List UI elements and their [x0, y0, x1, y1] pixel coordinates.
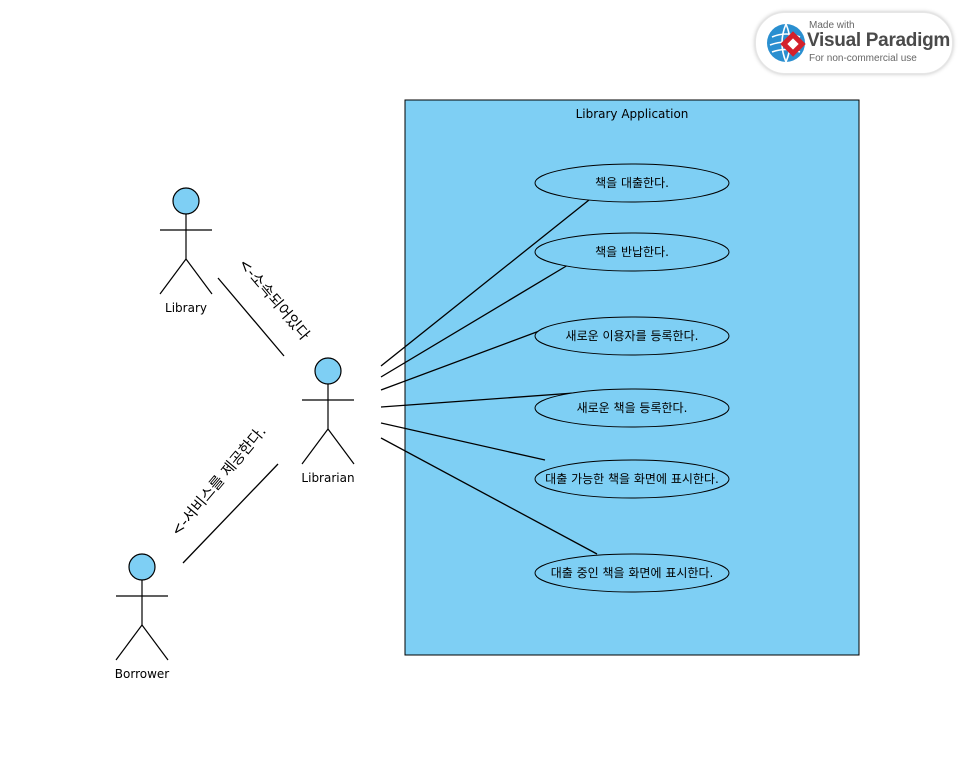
stick-figure-icon	[115, 553, 169, 661]
use-case-label: 대출 가능한 책을 화면에 표시한다.	[545, 471, 719, 486]
actor-library[interactable]: Library	[159, 187, 213, 315]
use-case-6[interactable]: 대출 중인 책을 화면에 표시한다.	[534, 553, 730, 593]
association-library-librarian[interactable]	[217, 277, 285, 357]
use-case-ellipse	[534, 553, 730, 593]
use-case-ellipse	[534, 388, 730, 428]
use-case-label: 새로운 이용자를 등록한다.	[566, 329, 699, 343]
actor-name: Borrower	[115, 667, 170, 681]
link-uc2	[380, 264, 569, 378]
badge-made-with: Made with	[809, 20, 855, 31]
use-case-ellipse	[534, 316, 730, 356]
actor-name: Librarian	[301, 471, 354, 485]
badge-name: Visual Paradigm	[807, 30, 950, 51]
use-case-1[interactable]: 책을 대출한다.	[534, 163, 730, 203]
association-label-belongs: <-소속되어있다	[235, 255, 314, 344]
link-uc5	[380, 422, 546, 461]
use-case-2[interactable]: 책을 반납한다.	[534, 232, 730, 272]
use-case-label: 책을 대출한다.	[595, 175, 669, 190]
use-case-ellipse	[534, 232, 730, 272]
use-case-label: 새로운 책을 등록한다.	[577, 400, 688, 415]
actor-borrower[interactable]: Borrower	[115, 553, 170, 681]
stick-figure-icon	[301, 357, 355, 465]
actor-name: Library	[165, 301, 207, 315]
use-case-5[interactable]: 대출 가능한 책을 화면에 표시한다.	[534, 459, 730, 499]
visual-paradigm-logo-icon	[767, 23, 806, 63]
use-case-ellipse	[534, 459, 730, 499]
badge-subtitle: For non-commercial use	[809, 53, 917, 64]
link-uc4	[380, 391, 589, 408]
link-uc3	[380, 326, 551, 391]
system-name: Library Application	[576, 107, 689, 121]
actor-librarian[interactable]: Librarian	[301, 357, 355, 485]
use-case-label: 대출 중인 책을 화면에 표시한다.	[551, 565, 714, 580]
link-uc1	[380, 199, 590, 367]
link-uc6	[380, 437, 598, 555]
use-case-4[interactable]: 새로운 책을 등록한다.	[534, 388, 730, 428]
use-case-ellipse	[534, 163, 730, 203]
use-case-label: 책을 반납한다.	[595, 244, 669, 259]
use-case-links	[380, 199, 598, 555]
association-label-provides: <-서비스를 제공한다.	[167, 422, 269, 539]
association-borrower-librarian[interactable]	[182, 463, 279, 564]
use-case-3[interactable]: 새로운 이용자를 등록한다.	[534, 316, 730, 356]
visual-paradigm-badge: Made with Visual Paradigm For non-commer…	[755, 12, 953, 74]
stick-figure-icon	[159, 187, 213, 295]
